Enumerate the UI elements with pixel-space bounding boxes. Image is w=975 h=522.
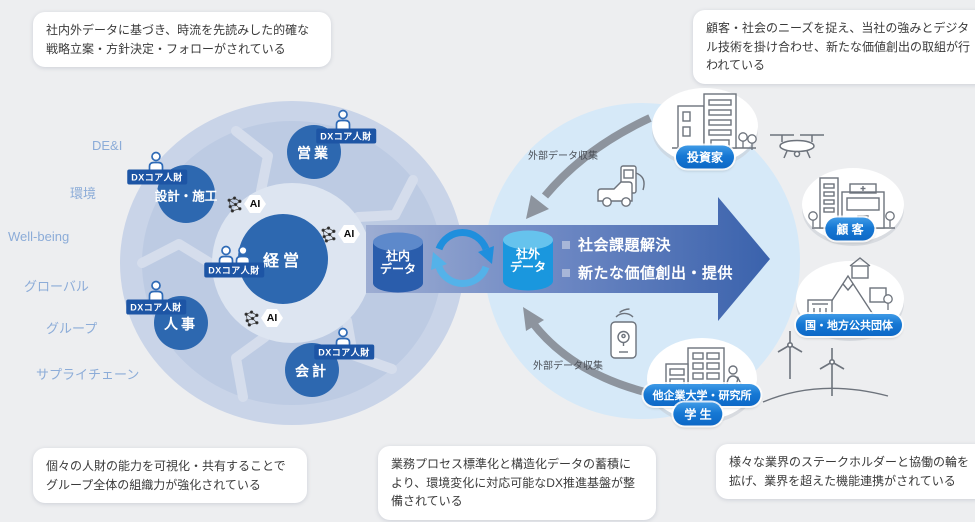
dx-core-badge: DXコア人財 — [316, 128, 376, 144]
customer-pill: 顧 客 — [825, 217, 875, 241]
wind-turbine-icon — [762, 330, 889, 403]
external-data-line1: 社外 — [515, 246, 541, 261]
management-circle — [238, 214, 328, 304]
ai-badge: AI — [243, 309, 283, 327]
theme-label-environment: 環境 — [70, 186, 97, 201]
collect-arrow-top — [541, 114, 652, 199]
internal-data-line1: 社内 — [385, 248, 411, 263]
dx-core-badge: DXコア人財 — [126, 299, 186, 315]
internal-data-line2: データ — [379, 262, 417, 276]
collect-label-bottom: 外部データ収集 — [533, 361, 603, 372]
bullet-square-icon — [562, 268, 570, 277]
external-data-arrows — [523, 114, 652, 396]
external-data-line2: データ — [509, 260, 547, 274]
person-icon — [335, 109, 351, 131]
dx-core-badge: DXコア人財 — [127, 169, 187, 185]
arrow-item: 新たな価値創出・提供 — [562, 262, 733, 283]
arrow-item-label: 社会課題解決 — [578, 237, 672, 254]
theme-label-group: グループ — [46, 321, 98, 336]
sales-label: 営業 — [297, 145, 331, 161]
arrow-item-label: 新たな価値創出・提供 — [578, 265, 734, 282]
ai-badge: AI — [226, 195, 266, 213]
office-building-icon — [672, 93, 757, 151]
callout-bottom-center: 業務プロセス標準化と構造化データの蓄積により、環境変化に対応可能なDX推進基盤が… — [378, 446, 656, 520]
internal-data-label: 社内 データ — [379, 248, 417, 276]
callout-bottom-left: 個々の人財の能力を可視化・共有することでグループ全体の組織力が強化されている — [33, 448, 307, 504]
callout-bottom-right: 様々な業界のステークホルダーと協働の輪を拡げ、業界を超えた機能連携がされている — [716, 444, 975, 500]
investor-pill: 投資家 — [675, 145, 735, 169]
data-cycle-icon — [431, 229, 494, 287]
callout-top-left: 社内外データに基づき、時流を先読みした的確な戦略立案・方針決定・フォローがされて… — [33, 12, 331, 68]
ev-car-icon — [597, 165, 645, 207]
design-label: 設計・施工 — [154, 189, 218, 204]
ai-mesh-icon — [227, 195, 242, 213]
person-icon — [148, 280, 164, 302]
ai-mesh-icon — [244, 309, 259, 327]
theme-label-wellbeing: Well-being — [8, 229, 70, 244]
arrow-item: 社会課題解決 — [562, 234, 733, 255]
external-database-icon — [503, 230, 553, 291]
ai-label: AI — [244, 195, 266, 213]
government-pill: 国・地方公共団体 — [796, 314, 902, 336]
drone-icon — [770, 134, 824, 159]
accounting-label: 会計 — [295, 363, 329, 379]
management-label: 経営 — [262, 253, 304, 270]
theme-label-global: グローバル — [24, 279, 89, 294]
students-pill: 学 生 — [673, 402, 723, 426]
internal-database-icon — [373, 232, 423, 293]
dx-core-badge: DXコア人財 — [204, 262, 264, 278]
smartphone-icon — [610, 308, 637, 359]
theme-label-supplychain: サプライチェーン — [36, 367, 140, 382]
collect-label-top: 外部データ収集 — [528, 151, 598, 162]
town-mountain-icon — [804, 257, 893, 323]
hr-label: 人事 — [164, 316, 198, 332]
theme-label-dei: DE&I — [92, 138, 123, 153]
ai-badge: AI — [320, 225, 360, 243]
dx-core-badge: DXコア人財 — [314, 344, 374, 360]
ai-label: AI — [338, 225, 360, 243]
callout-top-right: 顧客・社会のニーズを捉え、当社の強みとデジタル技術を掛け合わせ、新たな価値創出の… — [693, 10, 975, 84]
ai-label: AI — [261, 309, 283, 327]
partners-pill: 他企業大学・研究所 — [643, 384, 761, 406]
bullet-square-icon — [562, 240, 570, 249]
customer-group — [802, 168, 904, 246]
ai-mesh-icon — [321, 225, 336, 243]
value-arrow-text: 社会課題解決 新たな価値創出・提供 — [562, 234, 733, 290]
external-data-label: 社外 データ — [509, 246, 547, 274]
collect-arrow-bottom — [528, 319, 647, 396]
